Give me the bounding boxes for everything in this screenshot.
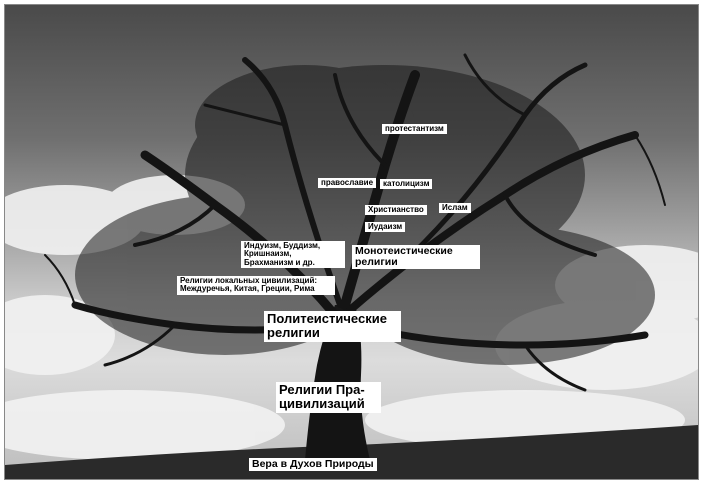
label-christianity: Христианство [365, 205, 427, 216]
label-judaism: Иудаизм [365, 222, 406, 233]
label-monotheistic-religions: Монотеистические религии [352, 245, 480, 270]
label-local-civilizations: Религии локальных цивилизаций: Междуречь… [177, 276, 335, 295]
label-polytheistic-religions: Политеистические религии [264, 311, 401, 342]
label-catholicism: католицизм [380, 179, 433, 190]
label-eastern-religions: Индуизм, Буддизм, Кришнаизм, Брахманизм … [241, 241, 345, 269]
label-nature-spirits: Вера в Духов Природы [249, 458, 377, 472]
label-islam: Ислам [439, 203, 471, 214]
label-orthodoxy: православие [318, 178, 377, 189]
label-pre-civilizations: Религии Пра-цивилизаций [276, 382, 381, 413]
tree-of-religions-diagram: протестантизм православие католицизм Хри… [4, 4, 699, 480]
label-protestantism: протестантизм [382, 124, 447, 135]
